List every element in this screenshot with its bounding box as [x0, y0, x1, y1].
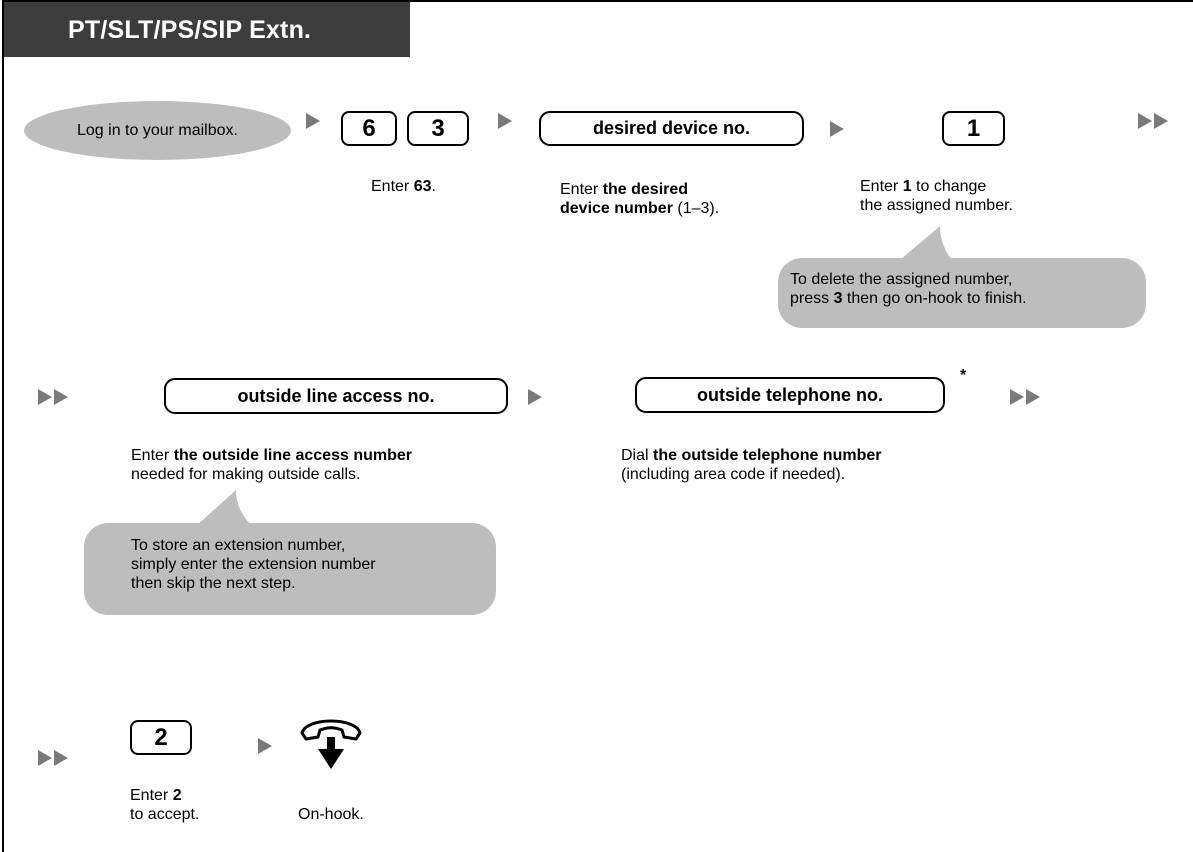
- arrow-right-icon: [498, 113, 512, 129]
- key-1: 1: [942, 111, 1005, 146]
- store-bubble-tail: [196, 490, 252, 526]
- arrow-right-icon: [306, 113, 320, 129]
- desired-device-pill: desired device no.: [539, 111, 804, 146]
- fast-forward-icon: [1138, 113, 1170, 129]
- outside-telephone-pill: outside telephone no.: [635, 377, 945, 413]
- arrow-right-icon: [528, 389, 542, 405]
- arrow-right-icon: [258, 738, 272, 754]
- on-hook-text: On-hook.: [298, 806, 364, 823]
- enter-63-text: Enter 63.: [371, 178, 436, 195]
- asterisk-mark: *: [960, 367, 967, 384]
- outside-line-access-pill: outside line access no.: [164, 378, 508, 414]
- fast-forward-icon: [38, 750, 70, 766]
- fast-forward-icon: [1010, 389, 1042, 405]
- page-title: PT/SLT/PS/SIP Extn.: [4, 2, 410, 57]
- fast-forward-icon: [38, 389, 70, 405]
- key-3: 3: [407, 111, 469, 146]
- telephone-number-text: Dial the outside telephone number(includ…: [621, 447, 882, 483]
- arrow-right-icon: [830, 121, 844, 137]
- on-hook-handset-icon: [300, 719, 362, 769]
- login-oval: Log in to your mailbox.: [24, 101, 291, 160]
- key-6: 6: [341, 111, 397, 146]
- key-2: 2: [130, 720, 192, 755]
- store-note-bubble: To store an extension number,simply ente…: [84, 523, 496, 615]
- delete-note-bubble: To delete the assigned number,press 3 th…: [778, 258, 1146, 328]
- delete-bubble-tail: [900, 226, 952, 260]
